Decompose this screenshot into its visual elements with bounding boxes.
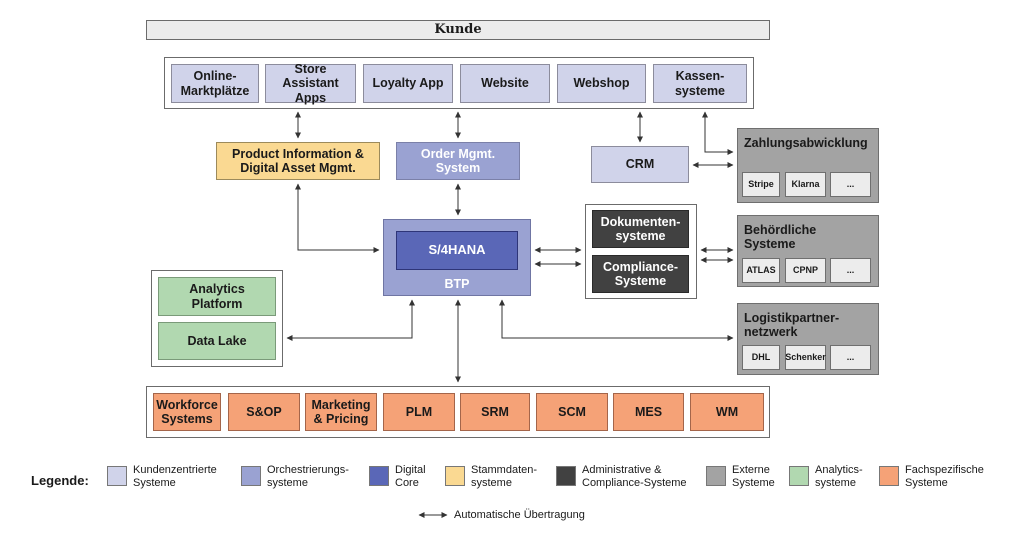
specialist-system-marketing-pricing: Marketing & Pricing — [305, 393, 377, 431]
crm-box: CRM — [591, 146, 689, 183]
logistics-network-title: Logistikpartner- netzwerk — [744, 311, 840, 340]
customer-label: Kunde — [434, 21, 482, 37]
customer-system-loyalty-app: Loyalty App — [363, 64, 453, 103]
logistics-item-more: ... — [830, 345, 871, 370]
arrow-pos-payment — [702, 111, 734, 155]
logistics-item-schenker: Schenker — [785, 345, 826, 370]
specialist-system-sop: S&OP — [228, 393, 300, 431]
legend-label-orchestration: Orchestrierungs- systeme — [267, 464, 349, 489]
s4hana-box: S/4HANA — [396, 231, 518, 270]
authority-item-cpnp: CPNP — [785, 258, 826, 283]
legend-label-analytics: Analytics- systeme — [815, 464, 863, 489]
payment-item-klarna: Klarna — [785, 172, 826, 197]
analytics-platform-box: Analytics Platform — [158, 277, 276, 316]
data-lake-box: Data Lake — [158, 322, 276, 360]
legend-swatch-orchestration — [241, 466, 261, 486]
legend-label-master-data: Stammdaten- systeme — [471, 464, 538, 489]
order-management-box: Order Mgmt. System — [396, 142, 520, 180]
authority-item-more: ... — [830, 258, 871, 283]
legend-swatch-administrative — [556, 466, 576, 486]
customer-system-webshop: Webshop — [557, 64, 646, 103]
legend-swatch-digital-core — [369, 466, 389, 486]
specialist-system-mes: MES — [613, 393, 684, 431]
specialist-system-srm: SRM — [460, 393, 530, 431]
legend-swatch-specialist — [879, 466, 899, 486]
specialist-system-plm: PLM — [383, 393, 455, 431]
btp-label: BTP — [444, 276, 470, 291]
legend-label-administrative: Administrative & Compliance-Systeme — [582, 464, 687, 489]
authority-item-atlas: ATLAS — [742, 258, 780, 283]
payment-item-more: ... — [830, 172, 871, 197]
specialist-system-wm: WM — [690, 393, 764, 431]
specialist-system-scm: SCM — [536, 393, 608, 431]
arrow-btp-logistics — [499, 299, 734, 341]
legend-swatch-analytics — [789, 466, 809, 486]
legend-title: Legende: — [31, 473, 89, 488]
compliance-systems-box: Compliance- Systeme — [592, 255, 689, 293]
legend-swatch-external — [706, 466, 726, 486]
customer-system-pos: Kassen- systeme — [653, 64, 747, 103]
specialist-system-workforce: Workforce Systems — [153, 393, 221, 431]
authority-systems-title: Behördliche Systeme — [744, 223, 817, 252]
arrow-pim-btp — [295, 183, 380, 253]
customer-bar: Kunde — [146, 20, 770, 40]
legend-label-specialist: Fachspezifische Systeme — [905, 464, 984, 489]
customer-system-store-assistant-apps: Store Assistant Apps — [265, 62, 356, 105]
legend-arrow-label: Automatische Übertragung — [454, 509, 585, 521]
legend-label-digital-core: Digital Core — [395, 464, 426, 489]
pim-box: Product Information & Digital Asset Mgmt… — [216, 142, 380, 180]
legend-label-customer-centric: Kundenzentrierte Systeme — [133, 464, 217, 489]
customer-system-online-marketplaces: Online- Marktplätze — [171, 64, 259, 103]
legend-swatch-customer-centric — [107, 466, 127, 486]
arrow-btp-analytics — [286, 299, 415, 341]
customer-system-website: Website — [460, 64, 550, 103]
payment-processing-title: Zahlungsabwicklung — [744, 136, 868, 150]
document-systems-box: Dokumenten- systeme — [592, 210, 689, 248]
legend-swatch-master-data — [445, 466, 465, 486]
payment-item-stripe: Stripe — [742, 172, 780, 197]
legend-label-external: Externe Systeme — [732, 464, 775, 489]
logistics-item-dhl: DHL — [742, 345, 780, 370]
